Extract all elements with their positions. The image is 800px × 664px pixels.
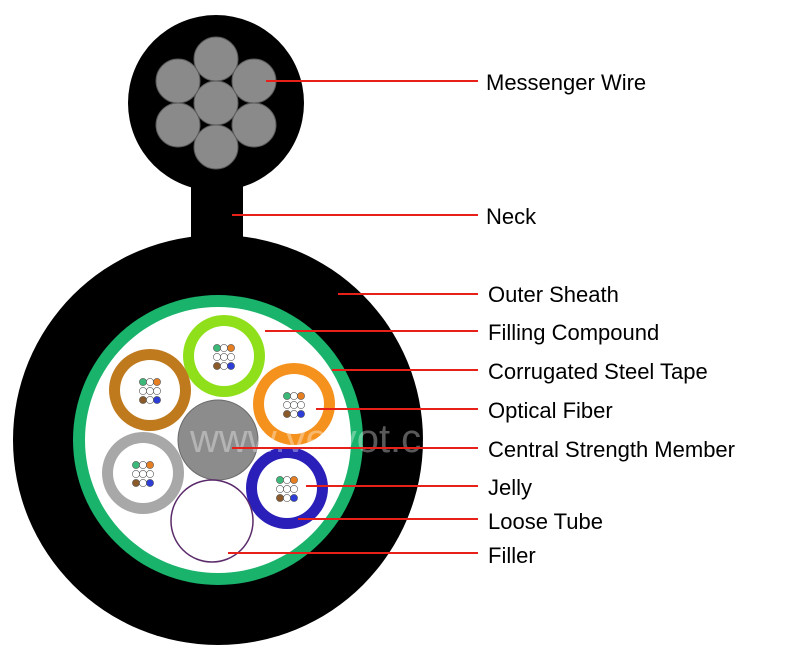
label-neck: Neck <box>486 204 537 229</box>
label-messenger-wire: Messenger Wire <box>486 70 646 95</box>
label-filler: Filler <box>488 543 536 568</box>
loose-tube-green <box>183 315 265 397</box>
messenger-wire <box>128 15 304 191</box>
loose-tube-orange <box>253 363 335 445</box>
label-central-strength-member: Central Strength Member <box>488 437 735 462</box>
loose-tube-brown <box>109 349 191 431</box>
filler-rod <box>170 479 254 563</box>
leader-lines <box>228 80 478 554</box>
loose-tube-grey <box>102 432 184 514</box>
label-optical-fiber: Optical Fiber <box>488 398 613 423</box>
messenger-wire-strands <box>155 36 277 170</box>
component-labels: Messenger Wire Neck Outer Sheath Filling… <box>486 70 735 568</box>
label-loose-tube: Loose Tube <box>488 509 603 534</box>
label-jelly: Jelly <box>488 475 532 500</box>
main-cable <box>13 235 423 645</box>
label-outer-sheath: Outer Sheath <box>488 282 619 307</box>
loose-tube-blue <box>246 447 328 529</box>
label-filling-compound: Filling Compound <box>488 320 659 345</box>
watermark: www.veivot.com <box>189 417 477 461</box>
label-corrugated-steel-tape: Corrugated Steel Tape <box>488 359 708 384</box>
